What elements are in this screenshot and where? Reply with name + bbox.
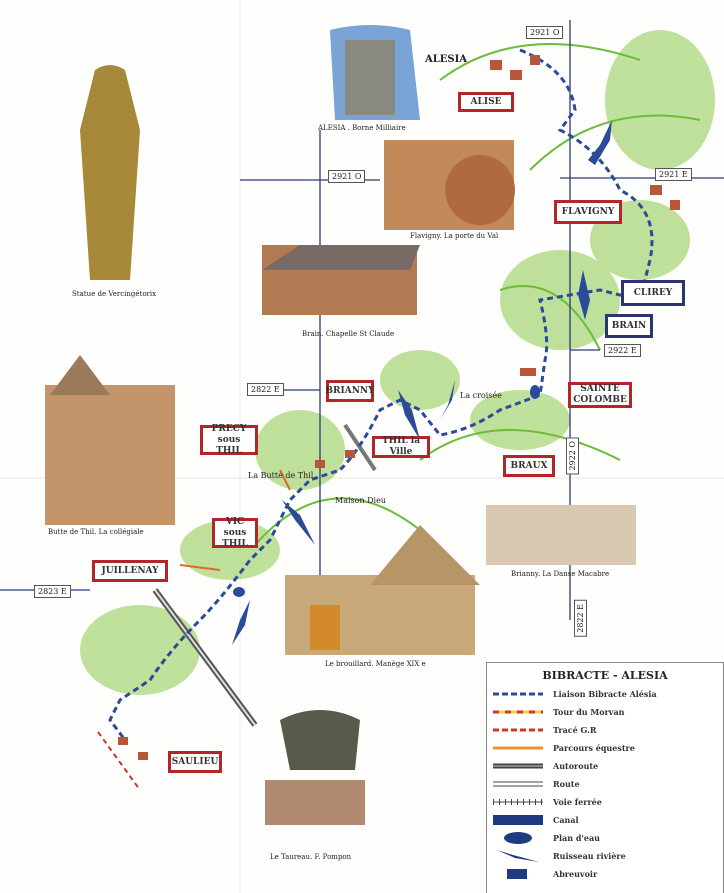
town-sign-sainte-colombe: SAINTE COLOMBE xyxy=(568,382,632,408)
illustrations xyxy=(45,25,696,825)
caption-statue: Statue de Vercingétorix xyxy=(72,290,157,298)
legend-item: Autoroute xyxy=(493,759,598,773)
gr-trail xyxy=(97,731,141,791)
map-ref: 2822 E xyxy=(247,383,284,396)
taureau-image xyxy=(280,710,360,770)
highway-icon xyxy=(493,763,543,769)
equestrian-arrows xyxy=(179,469,291,571)
map-ref: 2921 O xyxy=(526,26,564,39)
caption-taureau: Le Taureau. F. Pompon xyxy=(270,853,352,861)
legend-item: Parcours équestre xyxy=(493,741,635,755)
caption-borne: ALESIA . Borne Milliaire xyxy=(318,124,406,132)
caption-manege: Le brouillard. Manège XIX e xyxy=(325,660,426,668)
legend-title: BIBRACTE - ALESIA xyxy=(542,669,668,682)
label-alesia: ALESIA xyxy=(425,54,468,65)
legend-item: Voie ferrée xyxy=(493,795,602,809)
town-sign-brain: BRAIN xyxy=(605,314,653,338)
map-ref: 2921 E xyxy=(655,168,692,181)
trough-icon xyxy=(507,869,527,879)
road-icon xyxy=(493,781,543,787)
collegiale-image xyxy=(45,385,175,525)
orange-line-icon xyxy=(493,746,543,750)
town-sign-vic-sous-thil: VIC sous THIL xyxy=(212,517,258,549)
town-sign-brianny: BRIANNY xyxy=(325,380,375,402)
legend-item: Route xyxy=(493,777,580,791)
danse-macabre-image xyxy=(486,505,636,565)
map-ref: 2822 E xyxy=(574,600,587,637)
forest-areas xyxy=(80,30,715,695)
town-sign-alise: ALISE xyxy=(458,92,514,112)
lake-icon xyxy=(504,832,532,844)
dashed-red-yellow-icon xyxy=(493,710,543,714)
caption-flavigny: Flavigny. La porte du Val xyxy=(410,232,499,240)
legend-item: Canal xyxy=(493,813,579,827)
label-la-butte-de-thil: La Butte de Thil xyxy=(248,471,314,480)
highway xyxy=(152,423,377,727)
town-sign-clirey: CLIREY xyxy=(621,280,685,306)
town-sign-juillenay: JUILLENAY xyxy=(92,560,168,582)
legend-item: Ruisseau rivière xyxy=(493,849,626,863)
canal-icon xyxy=(493,815,543,825)
vercingetorix-statue-image xyxy=(80,65,140,280)
ridge-lines xyxy=(254,43,701,546)
liaison-route xyxy=(108,48,654,741)
map-ref: 2823 E xyxy=(34,585,71,598)
railway-icon xyxy=(493,799,543,805)
caption-brain: Brain. Chapelle St Claude xyxy=(302,330,395,338)
legend-item: Abreuvoir xyxy=(493,867,597,881)
town-sign-thil-la-ville: THIL la Ville xyxy=(372,436,430,458)
town-sign-braux: BRAUX xyxy=(503,455,555,477)
map-ref: 2922 E xyxy=(604,344,641,357)
label-la-croisee: La croisée xyxy=(460,391,502,400)
map-legend: BIBRACTE - ALESIA Liaison Bibracte Alési… xyxy=(486,662,724,893)
river-icon xyxy=(497,850,539,862)
label-maison-dieu: Maison Dieu xyxy=(335,496,386,505)
town-sign-saulieu: SAULIEU xyxy=(168,751,222,773)
caption-danse: Brianny. La Danse Macabre xyxy=(511,570,610,578)
legend-item: Liaison Bibracte Alésia xyxy=(493,687,657,701)
caption-thil: Butte de Thil. La collégiale xyxy=(48,528,144,536)
dashed-blue-icon xyxy=(493,692,543,696)
legend-item: Plan d'eau xyxy=(493,831,600,845)
legend-item: Tracé G.R xyxy=(493,723,597,737)
legend-item: Tour du Morvan xyxy=(493,705,624,719)
village-houses xyxy=(118,55,680,760)
dashed-red-icon xyxy=(493,728,543,732)
map-ref: 2921 O xyxy=(328,170,366,183)
town-sign-flavigny: FLAVIGNY xyxy=(554,200,622,224)
town-sign-precy-sous-thil: PRECY sous THIL xyxy=(200,424,258,456)
map-ref: 2922 O xyxy=(566,437,579,475)
